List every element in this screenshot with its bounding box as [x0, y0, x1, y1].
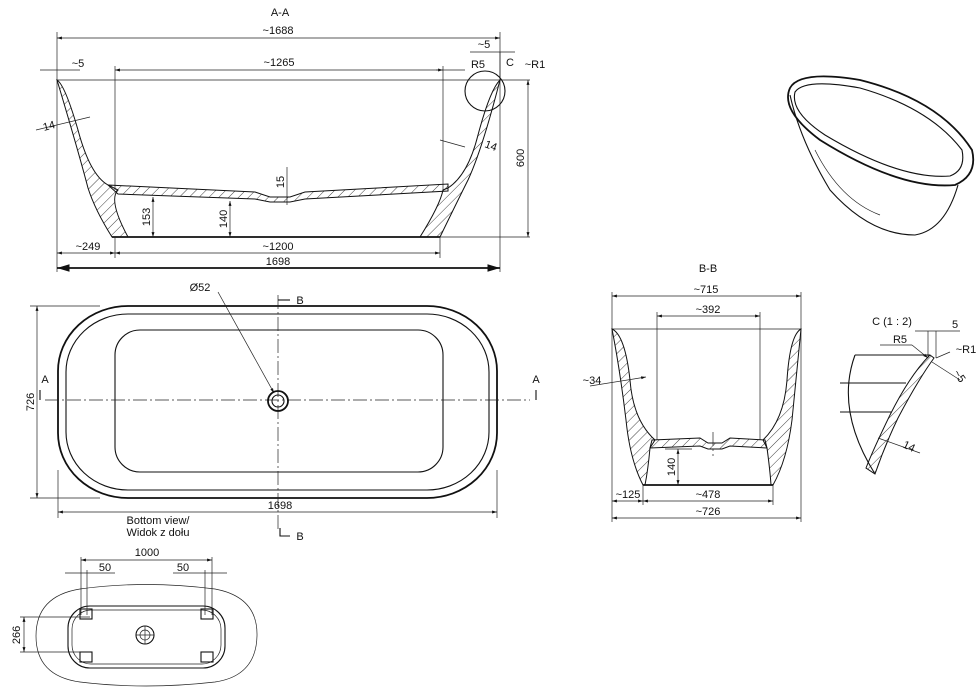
bottom-view: Bottom view/ Widok z dołu 1000 50 50 266: [11, 515, 258, 687]
dim-bb-inner: ~392: [696, 304, 721, 316]
dim-bb-top: ~715: [694, 284, 719, 296]
dim-bb-floor: 140: [666, 458, 678, 476]
dim-feet-depth: 266: [11, 626, 23, 644]
detail-c: C (1 : 2) 5 R5 ~R1 ~5 14: [840, 316, 977, 475]
detail-c-r5: R5: [893, 334, 907, 346]
dim-bb-overall: ~726: [696, 506, 721, 518]
detail-c-edge: ~5: [951, 368, 968, 385]
dim-drain-step: 15: [275, 176, 287, 188]
foot: [200, 608, 214, 620]
isometric-view: [787, 75, 975, 236]
radius-r1: ~R1: [525, 59, 546, 71]
dim-feet-span: 1000: [135, 547, 159, 559]
dim-width: 726: [25, 393, 37, 411]
dim-overall-bottom: 1698: [266, 256, 290, 268]
detail-c-ref: C: [506, 57, 514, 69]
detail-c-rim: 5: [952, 319, 958, 331]
section-bb-title: B-B: [699, 263, 717, 275]
dim-base-offset: ~249: [76, 241, 101, 253]
bottom-outline: [35, 584, 258, 687]
dim-bb-base: ~478: [696, 489, 721, 501]
bb-floor: [649, 437, 768, 450]
base-outline: [67, 605, 226, 669]
dim-floor-140: 140: [218, 210, 230, 228]
detail-c-wall-dim: 14: [901, 439, 917, 455]
dim-foot-left: 50: [99, 562, 111, 574]
section-a-marker-right: A: [532, 374, 540, 386]
detail-c-r1: ~R1: [956, 344, 977, 356]
foot: [79, 651, 93, 663]
dim-overall-top: ~1688: [263, 25, 294, 37]
radius-r5: R5: [471, 59, 485, 71]
dim-wall-left: 14: [42, 119, 57, 134]
section-bb: B-B ~715 ~392 140 ~34 ~125 ~478 ~726: [583, 263, 802, 522]
bb-left-wall: [611, 328, 656, 486]
drain-icon: [267, 390, 289, 412]
detail-c-circle: [464, 70, 506, 112]
bottom-view-title-2: Widok z dołu: [127, 527, 190, 539]
detail-c-title: C (1 : 2): [872, 316, 912, 328]
section-aa-title: A-A: [271, 7, 290, 19]
dim-foot-right: 50: [177, 562, 189, 574]
dim-wall-right: 14: [483, 139, 499, 154]
dim-inner-top: ~1265: [264, 57, 295, 69]
section-aa: A-A ~1688 ~5 ~1265 ~5 R5 C ~R1 600 14 14: [35, 7, 546, 272]
foot: [79, 608, 93, 620]
dim-rim-left: ~5: [72, 58, 85, 70]
tub-rim: [787, 75, 975, 187]
dim-floor-153: 153: [141, 208, 153, 226]
section-b-marker-top: B: [296, 295, 303, 307]
drain-diameter: Ø52: [190, 282, 211, 294]
right-wall-section: [419, 78, 501, 238]
tub-floor-outline: [114, 329, 444, 473]
tub-outline: [57, 305, 498, 499]
dim-base: ~1200: [263, 241, 294, 253]
foot: [200, 651, 214, 663]
plan-view: Ø52 B B A A 726 1698: [25, 282, 540, 543]
dim-length: 1698: [268, 500, 292, 512]
bottom-view-title-1: Bottom view/: [127, 515, 191, 527]
left-wall-section: [56, 78, 129, 238]
detail-c-wall: [865, 354, 935, 475]
dim-bb-wall: ~34: [583, 375, 602, 387]
section-b-marker-bottom: B: [296, 531, 303, 543]
section-a-marker-left: A: [41, 374, 49, 386]
bb-right-wall: [762, 328, 802, 486]
dim-height: 600: [515, 149, 527, 167]
floor-section: [106, 183, 449, 203]
dim-bb-base-offset: ~125: [616, 489, 641, 501]
dim-rim-right: ~5: [478, 39, 491, 51]
